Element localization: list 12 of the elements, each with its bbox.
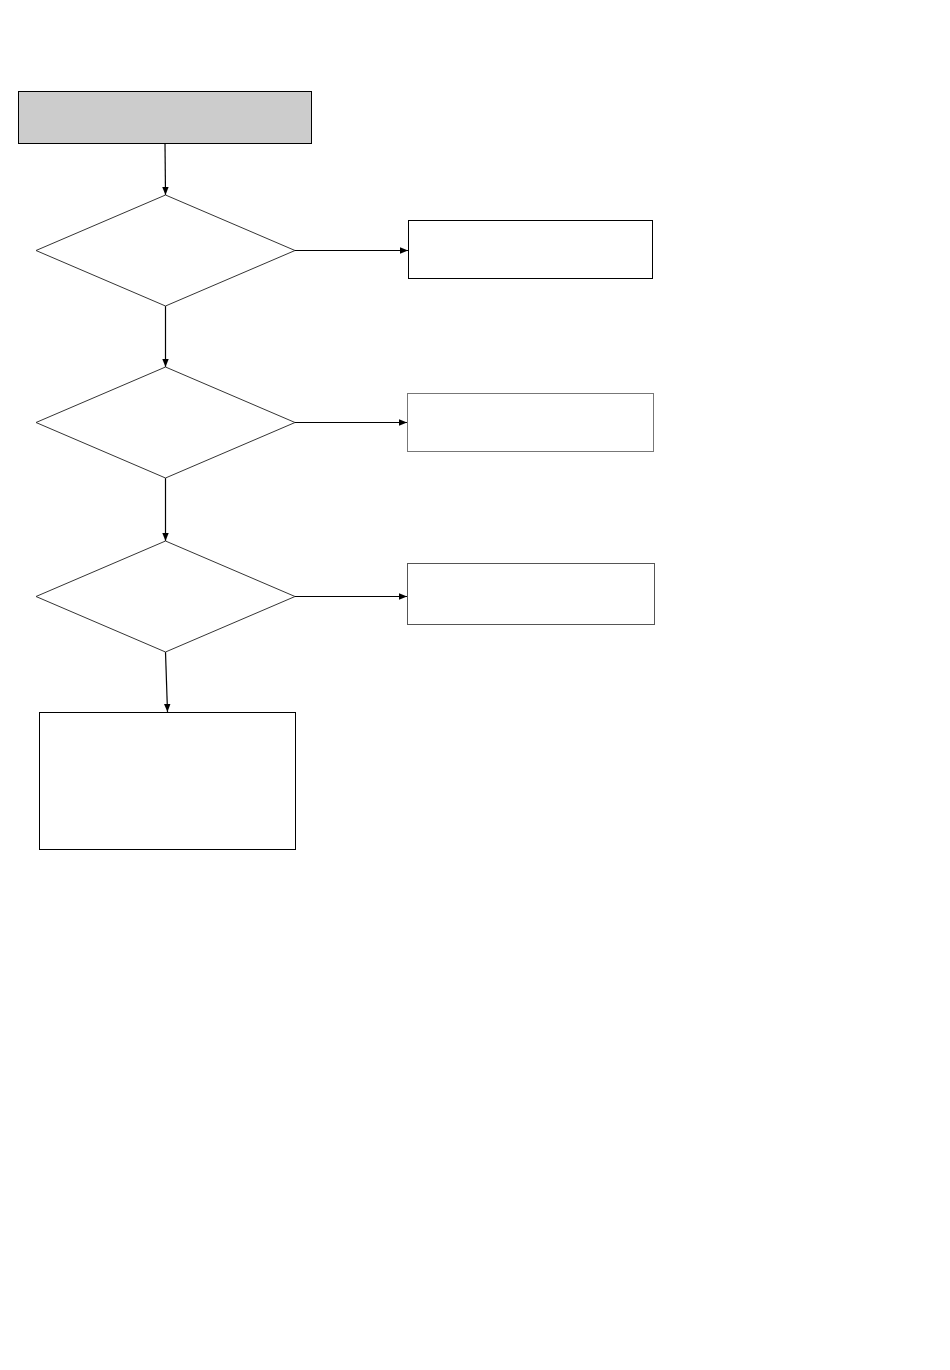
arrow: [294, 419, 408, 426]
arrow: [164, 651, 171, 713]
process-box: [18, 91, 312, 144]
arrow: [294, 247, 409, 254]
process-box: [39, 712, 296, 850]
process-box: [407, 393, 654, 452]
arrow: [162, 477, 169, 542]
process-box: [407, 563, 655, 625]
arrow: [162, 143, 169, 196]
arrow: [162, 305, 169, 368]
arrow: [294, 593, 408, 600]
process-box: [408, 220, 653, 279]
